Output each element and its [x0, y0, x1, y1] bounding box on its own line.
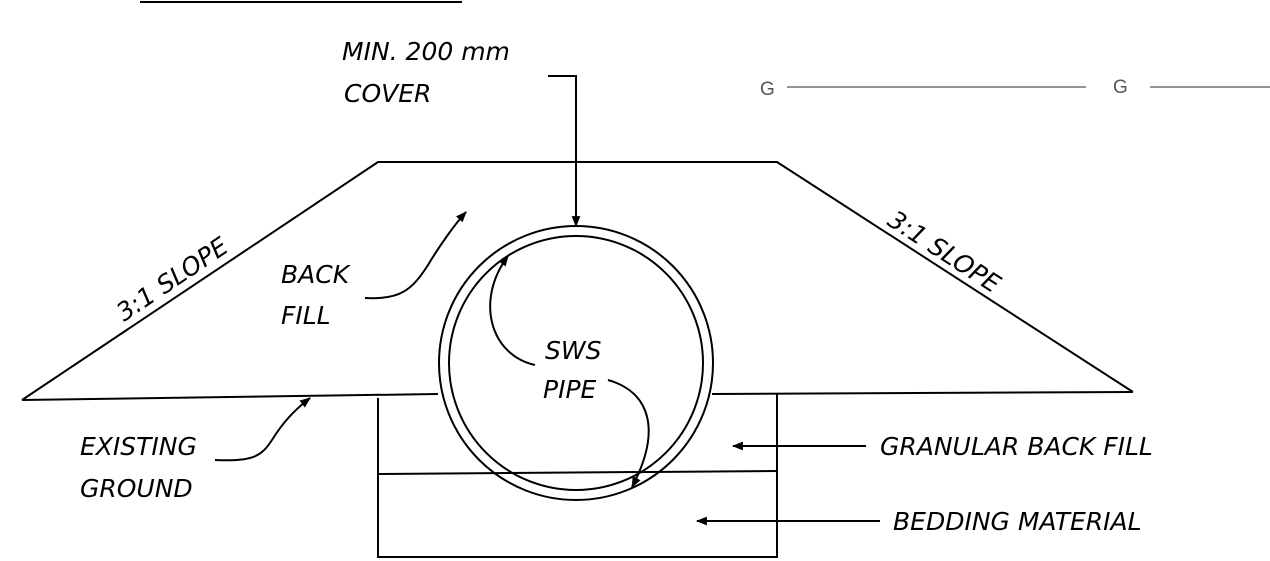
backfill-label-line1: BACK — [281, 260, 352, 289]
pipe-leader-arrow-upper — [489, 255, 536, 366]
existing-ground-label-line1: EXISTING — [80, 432, 197, 461]
embankment-outline — [21, 161, 1134, 401]
gas-mark-1: G — [760, 79, 775, 100]
existing-ground-line-right — [711, 391, 1134, 395]
cover-label-line2: COVER — [344, 79, 431, 108]
gas-mark-2: G — [1113, 77, 1128, 98]
slope-label-left: 3:1 SLOPE — [111, 231, 233, 327]
pipe-inner-wall — [448, 235, 704, 491]
pipe-label-line2: PIPE — [543, 375, 597, 404]
cover-arrow — [548, 75, 581, 228]
cover-label-line1: MIN. 200 mm — [342, 37, 510, 66]
slope-label-right: 3:1 SLOPE — [883, 205, 1006, 299]
existing-ground-line-left — [21, 393, 439, 401]
trench-outline — [377, 394, 778, 558]
existing-ground-label-line2: GROUND — [80, 474, 193, 503]
granular-backfill-label: GRANULAR BACK FILL — [880, 432, 1153, 461]
pipe-label-line1: SWS — [545, 336, 602, 365]
backfill-leader-arrow — [364, 211, 467, 300]
backfill-label-line2: FILL — [281, 301, 331, 330]
bedding-material-label: BEDDING MATERIAL — [893, 507, 1142, 536]
pipe-leader-arrow-lower — [607, 379, 650, 488]
bedding-top-line — [377, 470, 778, 475]
existing-ground-leader-arrow — [214, 397, 311, 462]
